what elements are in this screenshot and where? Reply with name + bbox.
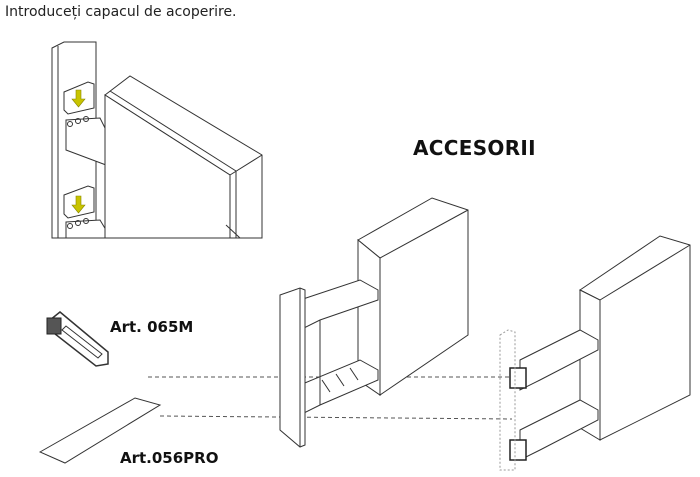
instruction-text: Introduceți capacul de acoperire. bbox=[5, 4, 237, 20]
accessory-056pro-drawing bbox=[38, 397, 162, 464]
cover-insertion-detail bbox=[51, 41, 263, 239]
cover-clip-lower bbox=[63, 185, 95, 229]
pullout-with-accessories bbox=[279, 197, 469, 448]
pullout-with-frame bbox=[499, 235, 691, 471]
accessory-label-056pro: Art.056PRO bbox=[120, 449, 219, 467]
cover-clip-upper bbox=[63, 81, 95, 127]
accessory-065m-drawing bbox=[46, 311, 109, 367]
guide-line bbox=[159, 415, 513, 420]
accessories-heading: ACCESORII bbox=[413, 136, 536, 160]
accessory-label-065m: Art. 065M bbox=[110, 318, 194, 336]
down-arrow-icon bbox=[71, 195, 86, 214]
down-arrow-icon bbox=[71, 89, 86, 108]
